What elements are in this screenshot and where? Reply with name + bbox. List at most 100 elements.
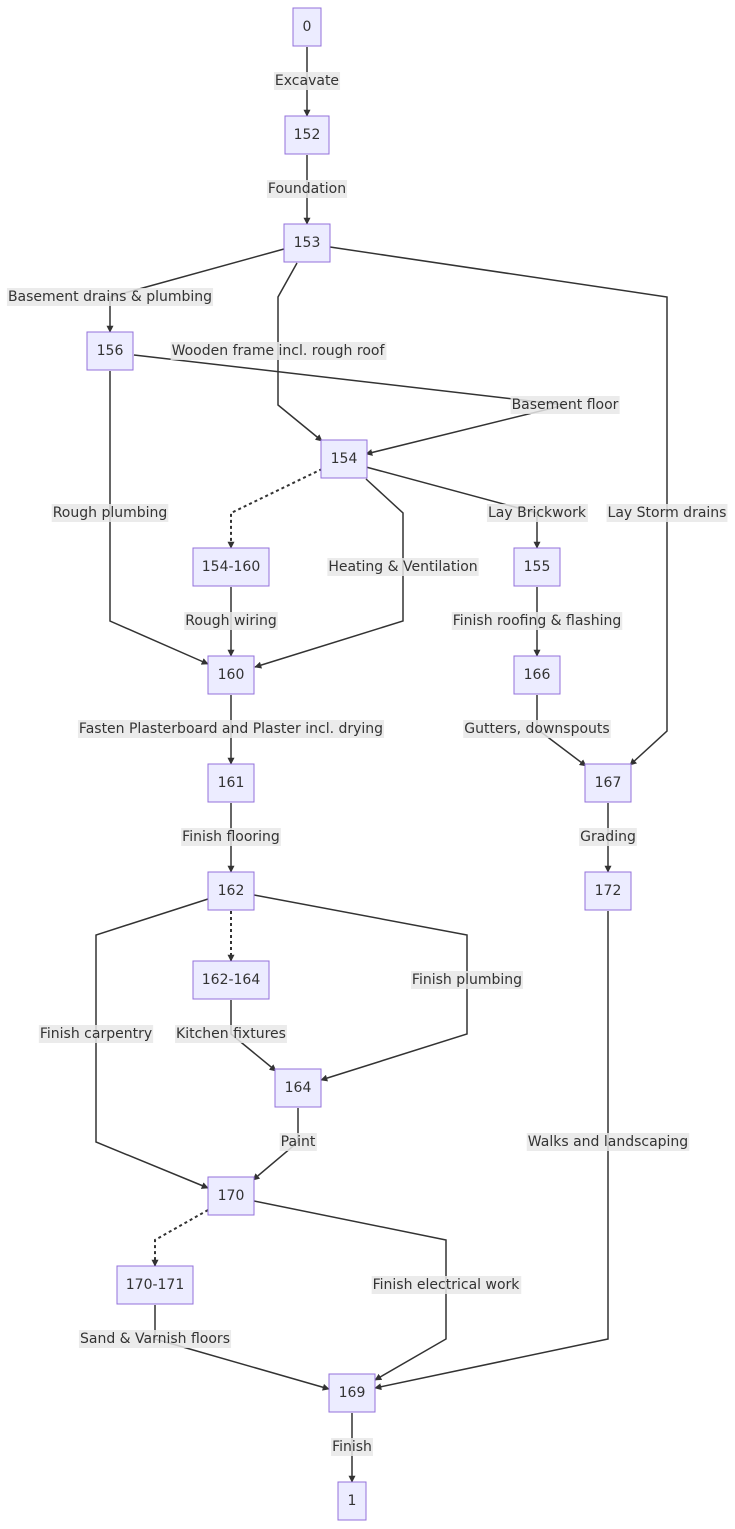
edge-label-background xyxy=(279,1133,317,1151)
node-label: 164 xyxy=(285,1080,312,1096)
node-box xyxy=(86,331,134,371)
edge-label: Lay Brickwork xyxy=(486,504,588,522)
node-0: 0 xyxy=(292,7,322,47)
node-167: 167 xyxy=(584,763,632,803)
edge-label: Finish roofing & flashing xyxy=(451,612,623,630)
edge-label-text: Gutters, downspouts xyxy=(464,721,609,737)
node-169: 169 xyxy=(328,1373,376,1413)
node-label: 152 xyxy=(294,127,321,143)
node-155: 155 xyxy=(513,547,561,587)
edge-label: Rough plumbing xyxy=(51,504,169,522)
edge-label-background xyxy=(38,1025,154,1043)
edge-170-to-170_171 xyxy=(151,1209,209,1267)
edge-label: Finish electrical work xyxy=(371,1276,522,1294)
node-box xyxy=(513,655,561,695)
node-162-164: 162-164 xyxy=(192,960,270,1000)
edge-label: Finish plumbing xyxy=(410,971,524,989)
node-label: 172 xyxy=(595,883,622,899)
edge-label-text: Basement drains & plumbing xyxy=(8,289,212,305)
edge-label-text: Wooden frame incl. rough roof xyxy=(172,343,386,359)
edge-label: Gutters, downspouts xyxy=(463,720,611,738)
edge-label-background xyxy=(463,720,611,738)
edge-label-background xyxy=(410,971,524,989)
edge-label: Excavate xyxy=(273,72,341,90)
edge-label-background xyxy=(51,504,169,522)
edge-label-background xyxy=(175,1025,287,1043)
edge-label-background xyxy=(510,396,620,414)
edge-label-text: Finish xyxy=(332,1439,372,1455)
edge-label-text: Paint xyxy=(281,1134,316,1150)
edge-162-to-170 xyxy=(95,898,209,1189)
edge-label-text: Excavate xyxy=(275,73,339,89)
node-162: 162 xyxy=(207,871,255,911)
edge-label-text: Sand & Varnish floors xyxy=(80,1331,230,1347)
node-box xyxy=(207,871,255,911)
node-154-160: 154-160 xyxy=(192,547,270,587)
node-label: 153 xyxy=(294,235,321,251)
edge-label: Lay Storm drains xyxy=(606,504,728,522)
node-box xyxy=(207,763,255,803)
node-box xyxy=(192,960,270,1000)
node-172: 172 xyxy=(584,871,632,911)
edge-label-background xyxy=(606,504,728,522)
node-label: 170 xyxy=(218,1188,245,1204)
node-box xyxy=(584,763,632,803)
node-label: 160 xyxy=(218,667,245,683)
edge-label-background xyxy=(451,612,623,630)
edge-156-to-160 xyxy=(109,371,209,665)
edge-label: Foundation xyxy=(266,180,348,198)
node-154: 154 xyxy=(320,439,368,479)
node-box xyxy=(207,655,255,695)
edge-label-background xyxy=(266,180,348,198)
node-label: 154 xyxy=(331,451,358,467)
edge-label-background xyxy=(6,288,214,306)
edge-label-background xyxy=(77,720,385,738)
edge-label-text: Walks and landscaping xyxy=(528,1134,688,1150)
edge-label-background xyxy=(371,1276,522,1294)
node-1: 1 xyxy=(337,1481,367,1521)
node-box xyxy=(320,439,368,479)
node-label: 170-171 xyxy=(126,1277,185,1293)
edge-label-background xyxy=(181,828,281,846)
edge-label-background xyxy=(526,1133,690,1151)
edge-label: Finish xyxy=(331,1438,373,1456)
edge-label-background xyxy=(579,828,637,846)
edge-172-to-169 xyxy=(374,911,609,1391)
node-box xyxy=(337,1481,367,1521)
node-box xyxy=(513,547,561,587)
edge-label-text: Lay Brickwork xyxy=(488,505,587,521)
edge-156-to-154 xyxy=(133,354,566,456)
node-156: 156 xyxy=(86,331,134,371)
node-164: 164 xyxy=(274,1068,322,1108)
node-label: 156 xyxy=(97,343,124,359)
edge-label-text: Kitchen fixtures xyxy=(176,1026,286,1042)
node-box xyxy=(207,1176,255,1216)
node-box xyxy=(274,1068,322,1108)
edge-label: Finish carpentry xyxy=(38,1025,154,1043)
edge-label-text: Foundation xyxy=(268,181,346,197)
edge-label-text: Finish flooring xyxy=(182,829,280,845)
node-box xyxy=(192,547,270,587)
edge-label: Rough wiring xyxy=(184,612,278,630)
edge-label-background xyxy=(170,342,387,360)
node-170-171: 170-171 xyxy=(116,1265,194,1305)
edge-label: Heating & Ventilation xyxy=(327,558,479,576)
edge-154-to-154_160 xyxy=(227,468,323,549)
edge-label-text: Finish plumbing xyxy=(412,972,522,988)
node-161: 161 xyxy=(207,763,255,803)
node-label: 169 xyxy=(339,1385,366,1401)
node-box xyxy=(116,1265,194,1305)
node-box xyxy=(328,1373,376,1413)
node-label: 167 xyxy=(595,775,622,791)
edge-label: Kitchen fixtures xyxy=(175,1025,287,1043)
edge-label: Basement drains & plumbing xyxy=(6,288,214,306)
edge-label-text: Rough wiring xyxy=(185,613,277,629)
node-153: 153 xyxy=(283,223,331,263)
edge-label-text: Basement floor xyxy=(512,397,619,413)
node-box xyxy=(284,115,330,155)
node-label: 0 xyxy=(303,19,312,35)
edge-label-text: Heating & Ventilation xyxy=(328,559,477,575)
edge-label: Walks and landscaping xyxy=(526,1133,690,1151)
